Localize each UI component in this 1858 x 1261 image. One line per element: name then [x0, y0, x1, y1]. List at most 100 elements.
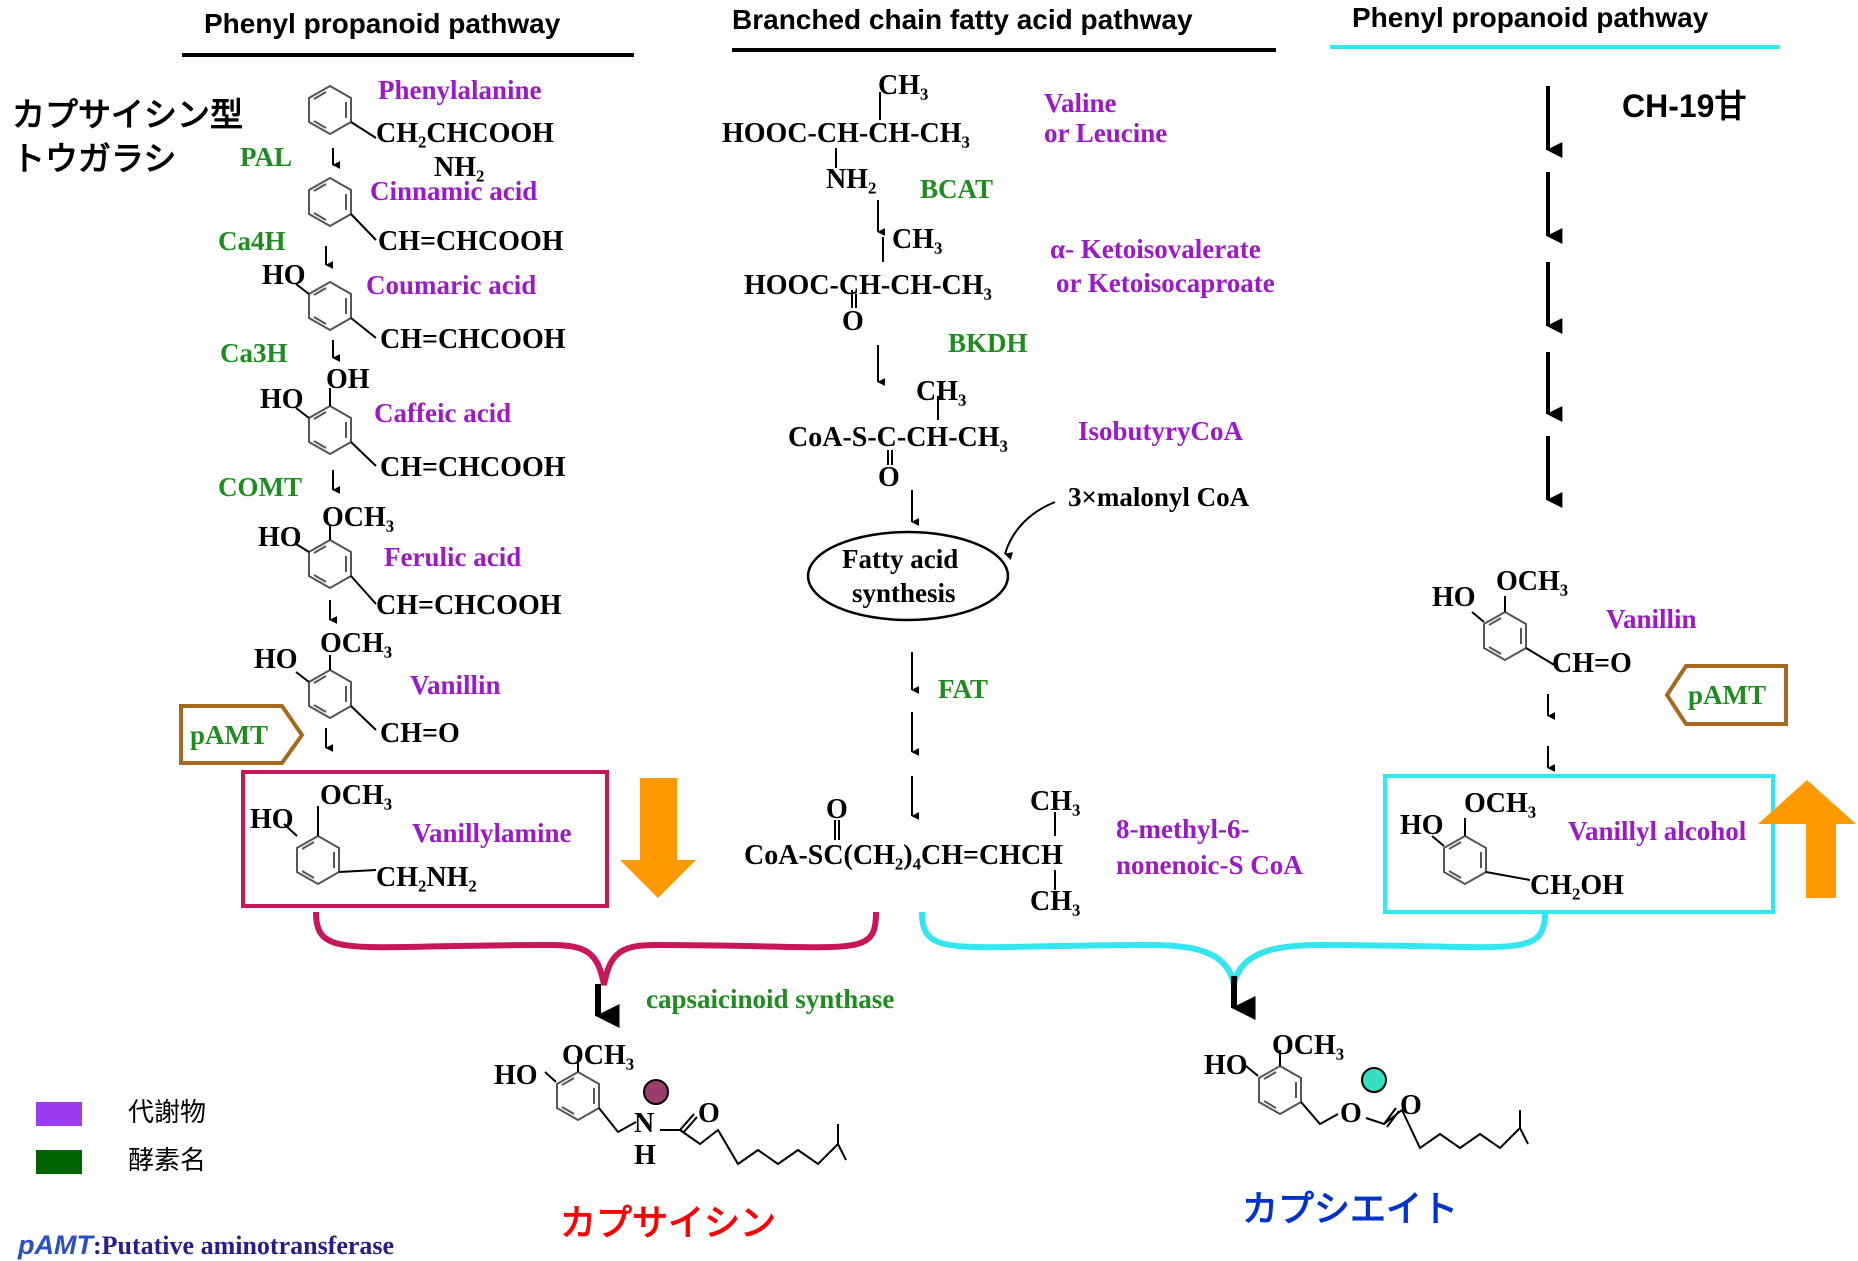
struct-valine: HOOC-CH-CH-CH₃	[722, 118, 970, 149]
legend-enzyme-label: 酵素名	[128, 1146, 207, 1176]
pamt-label-right: pAMT	[1688, 680, 1767, 710]
legend-enzyme-swatch	[36, 1150, 82, 1174]
capsaicin-o: O	[698, 1098, 720, 1129]
legend-metabolite-label: 代謝物	[128, 1098, 207, 1128]
legend-metabolite-swatch	[36, 1102, 82, 1126]
struct-nh2: NH₂	[826, 164, 877, 195]
right-cho: CH=O	[1552, 648, 1632, 679]
capsaicin-h: H	[634, 1140, 656, 1171]
benzene-ring-icon	[308, 405, 352, 455]
malonyl-coa-label: 3×malonyl CoA	[1068, 482, 1250, 512]
group-ho-4: HO	[254, 644, 298, 675]
pamt-tag-left	[179, 704, 305, 765]
pamt-label-left: pAMT	[190, 720, 269, 750]
capsiate-och3: OCH₃	[1272, 1030, 1345, 1061]
benzene-ring-icon	[308, 281, 352, 331]
benzene-ring-icon	[556, 1071, 600, 1121]
metabolite-cinnamic-acid: Cinnamic acid	[370, 176, 538, 206]
capsiate-ester-marker	[1361, 1067, 1387, 1093]
metabolite-vanillyl-alcohol: Vanillyl alcohol	[1568, 816, 1747, 846]
enzyme-bcat: BCAT	[920, 174, 994, 204]
right-och3-1: OCH₃	[1496, 566, 1569, 597]
group-chchcooh-2: CH=CHCOOH	[380, 324, 566, 355]
capsaicin-och3: OCH₃	[562, 1040, 635, 1071]
struct-ch3-2: CH₃	[892, 224, 943, 255]
metabolite-phenylalanine: Phenylalanine	[378, 75, 542, 105]
benzene-ring-icon	[1258, 1065, 1302, 1115]
group-ch2chcooh: CH₂CHCOOH	[376, 118, 554, 149]
struct-keto: HOOC-CH-CH-CH₃	[744, 270, 992, 301]
struct-isobutyryl: CoA-S-C-CH-CH₃	[788, 422, 1008, 453]
variety-right: CH-19甘	[1622, 88, 1747, 124]
group-ch2nh2: CH₂NH₂	[376, 862, 477, 893]
capsaicin-amide-marker	[643, 1079, 669, 1105]
footnote: pAMT:Putative aminotransferase	[18, 1232, 394, 1259]
enzyme-fat: FAT	[938, 674, 988, 704]
capsiate-ho: HO	[1204, 1050, 1248, 1081]
metabolite-methyl-nonenoic-1: 8-methyl-6-	[1116, 814, 1250, 844]
metabolite-isobutyrycoa: IsobutyryCoA	[1078, 416, 1244, 446]
metabolite-methyl-nonenoic-2: nonenoic-S CoA	[1116, 850, 1303, 880]
struct-o-2: O	[878, 462, 900, 493]
arrow-curved-icon	[1004, 501, 1056, 560]
variety-left-line2: トウガラシ	[12, 139, 177, 178]
group-chchcooh-3: CH=CHCOOH	[380, 452, 566, 483]
fatty-acid-synthesis-line1: Fatty acid	[842, 544, 959, 574]
capsiate-o-carbonyl: O	[1400, 1090, 1422, 1121]
header-right: Phenyl propanoid pathway	[1352, 2, 1709, 33]
benzene-ring-icon	[308, 85, 352, 135]
struct-ch3-4: CH₃	[1030, 786, 1081, 817]
right-ho-1: HO	[1432, 582, 1476, 613]
arrow-up-icon	[1758, 780, 1856, 898]
group-ho-1: HO	[262, 260, 306, 291]
capsiate-name: カプシエイト	[1242, 1189, 1459, 1230]
footnote-text: :Putative aminotransferase	[92, 1231, 395, 1260]
struct-ch3-5: CH₃	[1030, 886, 1081, 917]
arrow-down-icon	[620, 778, 696, 898]
benzene-ring-icon	[1443, 835, 1487, 885]
group-och3-3: OCH₃	[320, 780, 393, 811]
header-left: Phenyl propanoid pathway	[204, 8, 561, 39]
group-och3-1: OCH₃	[322, 502, 395, 533]
metabolite-ketoisocaproate: or Ketoisocaproate	[1056, 268, 1275, 298]
group-och3-2: OCH₃	[320, 628, 393, 659]
metabolite-ferulic-acid: Ferulic acid	[384, 542, 522, 572]
metabolite-vanillin-right: Vanillin	[1606, 604, 1697, 634]
group-chchcooh-4: CH=CHCOOH	[376, 590, 562, 621]
metabolite-valine: Valine	[1044, 88, 1117, 118]
capsaicin-ho: HO	[494, 1060, 538, 1091]
capsaicin-n: N	[634, 1108, 655, 1139]
metabolite-caffeic-acid: Caffeic acid	[374, 398, 512, 428]
struct-nonenoyl: CoA-SC(CH₂)₄CH=CHCH	[744, 840, 1063, 871]
fatty-acid-synthesis-line2: synthesis	[852, 578, 956, 608]
enzyme-bkdh: BKDH	[948, 328, 1028, 358]
enzyme-comt: COMT	[218, 472, 302, 502]
benzene-ring-icon	[296, 835, 340, 885]
group-cho-left: CH=O	[380, 718, 460, 749]
metabolite-ketoisovalerate: α- Ketoisovalerate	[1050, 234, 1261, 264]
enzyme-ca3h: Ca3H	[220, 338, 288, 368]
right-ch2oh: CH₂OH	[1530, 870, 1624, 901]
struct-ch3-1: CH₃	[878, 70, 929, 101]
group-nh2: NH₂	[434, 152, 485, 183]
group-ho-2: HO	[260, 384, 304, 415]
group-oh: OH	[326, 364, 370, 395]
enzyme-ca4h: Ca4H	[218, 226, 286, 256]
footnote-abbr: pAMT	[18, 1230, 93, 1260]
header-middle: Branched chain fatty acid pathway	[732, 4, 1193, 35]
benzene-ring-icon	[308, 177, 352, 227]
struct-o-3: O	[826, 794, 848, 825]
struct-o-1: O	[842, 306, 864, 337]
group-ho-3: HO	[258, 522, 302, 553]
fatty-acid-synthesis-ellipse	[806, 530, 1010, 622]
struct-ch3-3: CH₃	[916, 376, 967, 407]
group-chchcooh-1: CH=CHCOOH	[378, 226, 564, 257]
group-ho-5: HO	[250, 804, 294, 835]
benzene-ring-icon	[308, 539, 352, 589]
variety-left-line1: カプサイシン型	[12, 95, 243, 134]
capsiate-o-ether: O	[1340, 1098, 1362, 1129]
metabolite-coumaric-acid: Coumaric acid	[366, 270, 537, 300]
benzene-ring-icon	[308, 669, 352, 719]
metabolite-vanillin-left: Vanillin	[410, 670, 501, 700]
